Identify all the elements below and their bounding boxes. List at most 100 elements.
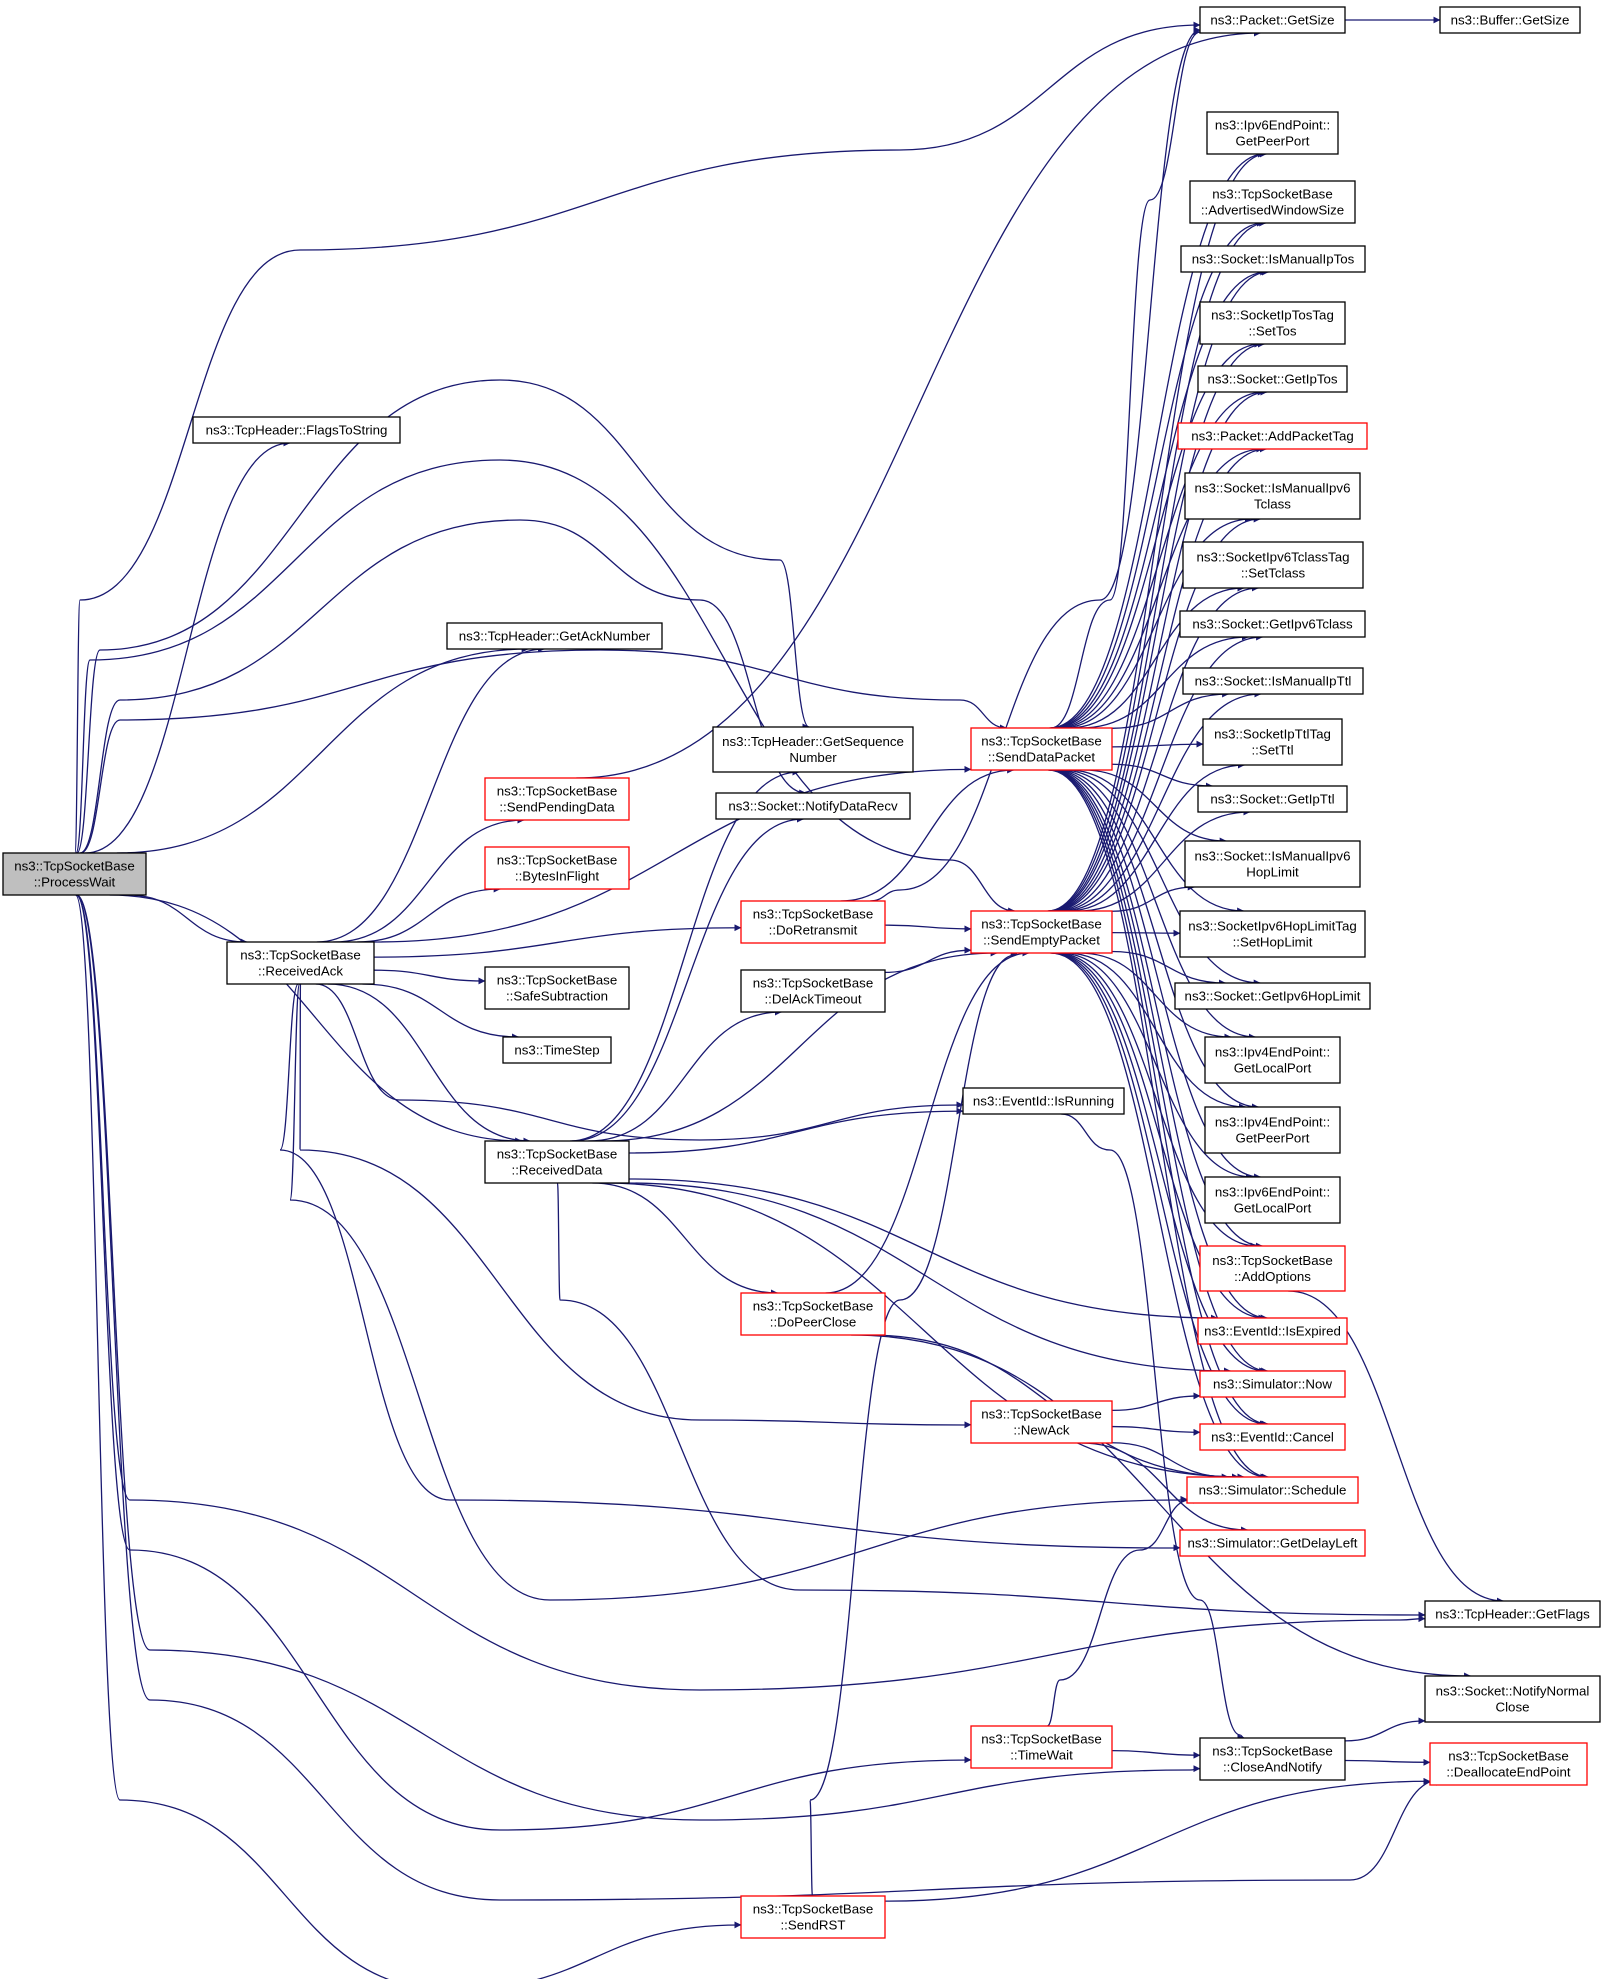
node-advertisedwindowsize[interactable]: ns3::TcpSocketBase::AdvertisedWindowSize	[1189, 180, 1356, 224]
node-buffergetsize[interactable]: ns3::Buffer::GetSize	[1439, 6, 1581, 34]
node-box	[484, 1140, 630, 1184]
edge-sendemptypacket-to-ipv6getlocalport	[1059, 952, 1254, 1181]
edge-sendrst-to-sendemptypacket	[809, 949, 1018, 1897]
node-label: ::ReceivedAck	[258, 964, 343, 979]
node-label: ::NewAck	[1013, 1423, 1070, 1438]
node-notifydatarecv[interactable]: ns3::Socket::NotifyDataRecv	[715, 792, 911, 820]
node-label: ns3::TcpSocketBase	[753, 1299, 873, 1314]
node-getiptos[interactable]: ns3::Socket::GetIpTos	[1197, 365, 1348, 393]
node-doretransmit[interactable]: ns3::TcpSocketBase::DoRetransmit	[740, 900, 886, 944]
edge-sendemptypacket-to-ipv6tclasstagsettclass	[1054, 584, 1259, 912]
node-ipv6getpeerport[interactable]: ns3::Ipv6EndPoint::GetPeerPort	[1206, 111, 1339, 155]
node-ipv6tclasstagsettclass[interactable]: ns3::SocketIpv6TclassTag::SetTclass	[1182, 541, 1364, 589]
node-receiveddata[interactable]: ns3::TcpSocketBase::ReceivedData	[484, 1140, 630, 1184]
edge-senddatapacket-to-ismanualipv6tclass	[1060, 515, 1252, 729]
node-closeandnotify[interactable]: ns3::TcpSocketBase::CloseAndNotify	[1199, 1737, 1346, 1781]
node-label: ns3::TcpSocketBase	[497, 784, 617, 799]
node-box	[970, 1725, 1113, 1769]
node-box	[1204, 1106, 1341, 1154]
node-safesubtraction[interactable]: ns3::TcpSocketBase::SafeSubtraction	[484, 966, 630, 1010]
node-ipv6hoplimittagsethoplimit[interactable]: ns3::SocketIpv6HopLimitTag::SetHopLimit	[1179, 910, 1366, 958]
edge-closeandnotify-to-notifynormalclose	[1344, 1717, 1426, 1742]
edge-receiveddata-to-dopeerclose	[592, 1182, 778, 1297]
node-simulatornow[interactable]: ns3::Simulator::Now	[1199, 1370, 1346, 1398]
node-box	[1202, 718, 1343, 766]
node-timestep[interactable]: ns3::TimeStep	[502, 1036, 612, 1064]
node-label: ns3::Ipv4EndPoint::	[1215, 1115, 1330, 1130]
edge-processwait-to-tcpheadergetflags	[75, 894, 1426, 1691]
node-box	[712, 726, 914, 773]
node-box	[502, 1036, 612, 1064]
edge-receivedack-to-doretransmit	[373, 924, 742, 958]
node-box	[740, 969, 886, 1013]
node-box	[1204, 1036, 1341, 1084]
node-ipv6getlocalport[interactable]: ns3::Ipv6EndPoint::GetLocalPort	[1204, 1176, 1341, 1224]
edge-sendemptypacket-to-addoptions	[1055, 952, 1258, 1250]
node-eventidisexpired[interactable]: ns3::EventId::IsExpired	[1197, 1317, 1348, 1345]
node-eventidisrunning[interactable]: ns3::EventId::IsRunning	[962, 1087, 1125, 1115]
node-label: ns3::TcpHeader::GetSequence	[722, 734, 904, 749]
node-timewait[interactable]: ns3::TcpSocketBase::TimeWait	[970, 1725, 1113, 1769]
node-box	[1199, 1737, 1346, 1781]
node-processwait[interactable]: ns3::TcpSocketBase::ProcessWait	[2, 852, 147, 896]
edge-sendemptypacket-to-eventidcancel	[1051, 952, 1267, 1428]
node-label: ns3::TimeStep	[514, 1043, 599, 1058]
node-label: ns3::TcpSocketBase	[1212, 1253, 1332, 1268]
node-ismanualipttl[interactable]: ns3::Socket::IsManualIpTtl	[1182, 667, 1364, 695]
node-label: ns3::SocketIpTosTag	[1211, 308, 1334, 323]
edge-closeandnotify-to-deallocateendpoint	[1344, 1758, 1431, 1766]
node-tcpheadergetflags[interactable]: ns3::TcpHeader::GetFlags	[1424, 1600, 1601, 1628]
node-ismanualiptos[interactable]: ns3::Socket::IsManualIpTos	[1180, 245, 1366, 273]
node-sendemptypacket[interactable]: ns3::TcpSocketBase::SendEmptyPacket	[970, 910, 1113, 954]
node-sendpendingdata[interactable]: ns3::TcpSocketBase::SendPendingData	[484, 777, 630, 821]
node-label: ::SendDataPacket	[988, 750, 1095, 765]
edge-senddatapacket-to-ismanualiptos	[1051, 268, 1268, 729]
node-box	[1199, 1245, 1346, 1292]
node-ipttltagsetttl[interactable]: ns3::SocketIpTtlTag::SetTtl	[1202, 718, 1343, 766]
node-deallocateendpoint[interactable]: ns3::TcpSocketBase::DeallocateEndPoint	[1429, 1742, 1588, 1786]
node-receivedack[interactable]: ns3::TcpSocketBase::ReceivedAck	[226, 941, 375, 985]
node-label: Tclass	[1254, 497, 1291, 512]
edge-senddatapacket-to-ipv6getlocalport	[1052, 769, 1262, 1181]
node-box	[446, 622, 663, 650]
node-dopeerclose[interactable]: ns3::TcpSocketBase::DoPeerClose	[740, 1292, 886, 1336]
node-label: ns3::TcpSocketBase	[981, 734, 1101, 749]
node-box	[740, 1292, 886, 1336]
node-getipttl[interactable]: ns3::Socket::GetIpTtl	[1197, 785, 1348, 813]
node-getacknumber[interactable]: ns3::TcpHeader::GetAckNumber	[446, 622, 663, 650]
edge-processwait-to-receivedack	[127, 894, 248, 946]
edge-processwait-to-getsequencenumber	[76, 379, 810, 854]
node-simulatorgetdelayleft[interactable]: ns3::Simulator::GetDelayLeft	[1179, 1529, 1366, 1557]
edge-timewait-to-closeandnotify	[1111, 1750, 1201, 1759]
node-bytesinflight[interactable]: ns3::TcpSocketBase::BytesInFlight	[484, 846, 630, 890]
node-addpackettag[interactable]: ns3::Packet::AddPacketTag	[1177, 422, 1368, 450]
node-addoptions[interactable]: ns3::TcpSocketBase::AddOptions	[1199, 1245, 1346, 1292]
node-sendrst[interactable]: ns3::TcpSocketBase::SendRST	[740, 1895, 886, 1939]
node-packetgetsize[interactable]: ns3::Packet::GetSize	[1199, 6, 1346, 34]
node-label: ns3::Socket::GetIpv6HopLimit	[1185, 989, 1361, 1004]
node-eventidcancel[interactable]: ns3::EventId::Cancel	[1199, 1423, 1346, 1451]
node-label: ::BytesInFlight	[515, 869, 600, 884]
node-label: ns3::TcpSocketBase	[753, 907, 873, 922]
node-label: ::DelAckTimeout	[764, 992, 861, 1007]
node-label: ::CloseAndNotify	[1223, 1760, 1322, 1775]
node-ipv4getpeerport[interactable]: ns3::Ipv4EndPoint::GetPeerPort	[1204, 1106, 1341, 1154]
node-getipv6tclass[interactable]: ns3::Socket::GetIpv6Tclass	[1179, 610, 1366, 638]
node-delacktimeout[interactable]: ns3::TcpSocketBase::DelAckTimeout	[740, 969, 886, 1013]
node-iptostagsettos[interactable]: ns3::SocketIpTosTag::SetTos	[1199, 301, 1346, 345]
node-flagstostring[interactable]: ns3::TcpHeader::FlagsToString	[192, 416, 401, 444]
node-ipv4getlocalport[interactable]: ns3::Ipv4EndPoint::GetLocalPort	[1204, 1036, 1341, 1084]
edge-doretransmit-to-senddatapacket	[840, 766, 1015, 902]
edge-dopeerclose-to-sendemptypacket	[825, 949, 1030, 1294]
node-newack[interactable]: ns3::TcpSocketBase::NewAck	[970, 1400, 1113, 1444]
node-getipv6hoplimit[interactable]: ns3::Socket::GetIpv6HopLimit	[1174, 982, 1371, 1010]
node-senddatapacket[interactable]: ns3::TcpSocketBase::SendDataPacket	[970, 727, 1113, 771]
edge-senddatapacket-to-ipv4getlocalport	[1057, 769, 1256, 1041]
node-simulatorschedule[interactable]: ns3::Simulator::Schedule	[1186, 1476, 1359, 1504]
node-label: ns3::Packet::AddPacketTag	[1191, 429, 1354, 444]
